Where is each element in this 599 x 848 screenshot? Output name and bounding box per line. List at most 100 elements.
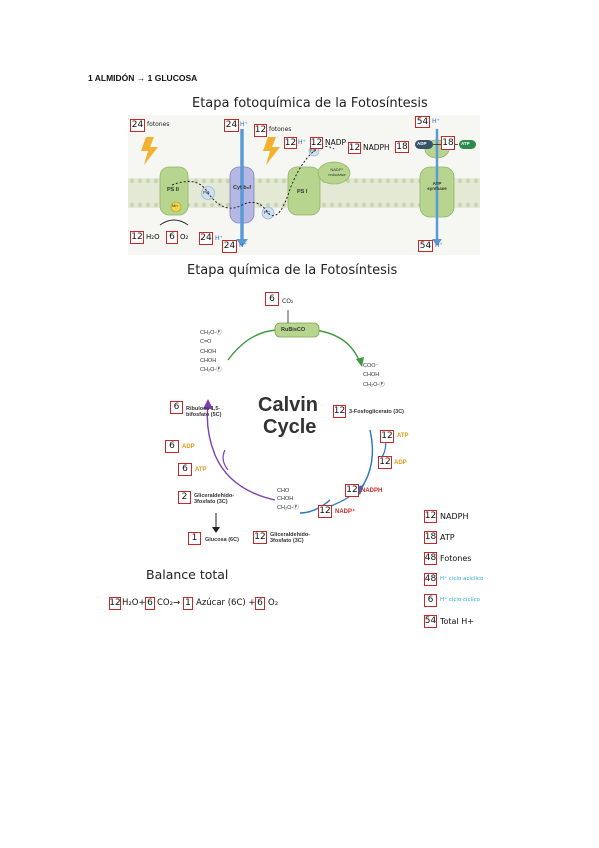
ps2-label: PS II bbox=[167, 187, 179, 193]
nadph-count: 12 bbox=[348, 142, 361, 154]
pga-structure: COO⁻ CHOH CH₂O-Ⓟ bbox=[363, 363, 385, 388]
mol-bottom-1: CHO bbox=[277, 488, 290, 494]
pc-label: PC bbox=[264, 210, 271, 215]
atp-pill-label: ATP bbox=[461, 141, 470, 146]
arrow-bottom bbox=[299, 499, 331, 514]
lightning-icon-2 bbox=[263, 137, 280, 165]
glucose-label: Glucosa (6C) bbox=[205, 537, 239, 543]
rubp-count: 6 bbox=[170, 401, 183, 414]
h-bottom-mid-count: 24 bbox=[222, 240, 237, 253]
g3p-right-count: 12 bbox=[253, 531, 267, 544]
legend-h-ciclico-label: H⁺ ciclo cíclico bbox=[440, 597, 481, 603]
nadph-in-label: NADPH bbox=[361, 488, 383, 494]
mol-left-2: C=O bbox=[200, 339, 212, 346]
g3p-right-label: Gliceraldehído-3fosfato (3C) bbox=[270, 532, 311, 545]
atp-in-count: 12 bbox=[380, 430, 394, 443]
balance-sugar-label: Azúcar (6C) + bbox=[196, 598, 256, 608]
glucose-count: 1 bbox=[188, 532, 201, 545]
mol-right-3: CH₂O-Ⓟ bbox=[363, 381, 385, 388]
balance-sugar-count: 1 bbox=[183, 597, 193, 610]
synthase-label: ATP synthase bbox=[427, 181, 447, 192]
h-synthase-top-label: H⁺ bbox=[432, 118, 440, 125]
ps1-label: PS I bbox=[297, 189, 308, 195]
balance-h2o-label: H₂O+ bbox=[122, 598, 146, 608]
rubisco-node bbox=[274, 322, 320, 338]
adp-count: 18 bbox=[395, 141, 409, 153]
fotones1-label: fotones bbox=[147, 121, 170, 128]
atp-in-label: ATP bbox=[397, 433, 409, 439]
pq-label: PQ bbox=[203, 190, 210, 195]
g3p-left-count: 2 bbox=[178, 491, 191, 504]
o2-label: O₂ bbox=[180, 233, 189, 241]
mol-left-5: CH₂O-Ⓟ bbox=[200, 367, 222, 374]
h-bottom-mid-label: H⁺ bbox=[239, 242, 247, 249]
oec-label: Mn bbox=[172, 203, 178, 208]
h2o-count: 12 bbox=[130, 231, 144, 244]
nadp-out-count: 12 bbox=[318, 505, 332, 518]
photochem-proteins bbox=[141, 129, 476, 247]
water-split-arrow bbox=[159, 219, 189, 226]
arrow-pga-to-g3p bbox=[359, 429, 374, 491]
mol-left-3: CHOH bbox=[200, 348, 217, 355]
balance-o2-label: O₂ bbox=[268, 598, 279, 608]
balance-co2-label: CO₂→ bbox=[157, 598, 181, 608]
calvin-title-2: Cycle bbox=[263, 416, 317, 438]
legend-total-h-label: Total H+ bbox=[440, 617, 474, 626]
rubp-label: Ribulosa 1,5-bifosfato (5C) bbox=[186, 406, 222, 419]
legend-nadph-label: NADPH bbox=[440, 512, 469, 521]
arrow-rubisco-to-pga bbox=[314, 329, 361, 364]
legend-atp-count: 18 bbox=[424, 531, 437, 544]
atp-count: 18 bbox=[441, 136, 455, 150]
nadp-label: NADP bbox=[325, 138, 347, 147]
legend-h-aciclico-count: 48 bbox=[424, 573, 437, 586]
oec-shape bbox=[170, 201, 182, 213]
h-synthase-top-count: 54 bbox=[415, 116, 430, 128]
balance-h2o-count: 12 bbox=[109, 597, 121, 610]
fotones2-label: fotones bbox=[269, 126, 292, 133]
nadp-count: 12 bbox=[310, 137, 323, 149]
mol-bottom-2: CHOH bbox=[277, 496, 294, 503]
adp-left-label: ADP bbox=[182, 444, 195, 450]
legend-fotones-count: 48 bbox=[424, 552, 437, 565]
mol-right-1: COO⁻ bbox=[363, 363, 379, 369]
arrow-g3p-to-rubp bbox=[206, 404, 276, 501]
h-bottom-left-count: 24 bbox=[199, 232, 213, 245]
adp-pill bbox=[415, 140, 433, 149]
nadp-out-label: NADP⁺ bbox=[335, 509, 356, 515]
adp-left-count: 6 bbox=[165, 440, 179, 453]
h2o-label: H₂O bbox=[146, 233, 160, 241]
o2-count: 6 bbox=[166, 231, 178, 244]
atp-left-count: 6 bbox=[178, 463, 192, 476]
h-top-count: 24 bbox=[224, 119, 239, 132]
h-synthase-bottom-count: 54 bbox=[418, 240, 433, 252]
h-ps1-label: H⁺ bbox=[298, 139, 306, 146]
adp-out-count: 12 bbox=[378, 456, 392, 469]
ps1-shape bbox=[287, 166, 321, 216]
electron-path bbox=[171, 145, 335, 217]
legend-atp-label: ATP bbox=[440, 533, 455, 542]
chem-title: Etapa química de la Fotosíntesis bbox=[187, 263, 398, 278]
lightning-icon-1 bbox=[141, 137, 158, 165]
atp-left-label: ATP bbox=[195, 467, 207, 473]
co2-count: 6 bbox=[265, 292, 279, 306]
pga-count: 12 bbox=[333, 405, 346, 418]
nadph-in-count: 12 bbox=[345, 484, 359, 497]
reductase-label: NADP⁺ reductase bbox=[328, 167, 346, 177]
fotones1-count: 24 bbox=[130, 119, 145, 132]
reductase-shape bbox=[317, 161, 351, 185]
page-heading: 1 ALMIDÓN → 1 GLUCOSA bbox=[88, 73, 198, 83]
ps2-shape bbox=[159, 166, 189, 216]
h-ps1-count: 12 bbox=[284, 137, 297, 149]
calvin-title-1: Calvin bbox=[258, 394, 319, 416]
legend-fotones-label: Fotones bbox=[440, 554, 472, 563]
legend-total-h-count: 54 bbox=[424, 615, 437, 628]
pga-label: 3-Fosfoglicerato (3C) bbox=[349, 409, 405, 415]
cytbf-label: Cyt b₆f bbox=[233, 185, 252, 191]
g3p-left-label: Gliceraldehído-3fosfato (3C) bbox=[194, 493, 235, 506]
adp-pill-label: ADP bbox=[417, 141, 427, 146]
balance-title: Balance total bbox=[146, 567, 229, 582]
h-bottom-left-label: H⁺ bbox=[215, 235, 223, 242]
atp-pill bbox=[459, 140, 476, 149]
calvin-arrows bbox=[203, 310, 387, 533]
mol-right-2: CHOH bbox=[363, 372, 380, 379]
